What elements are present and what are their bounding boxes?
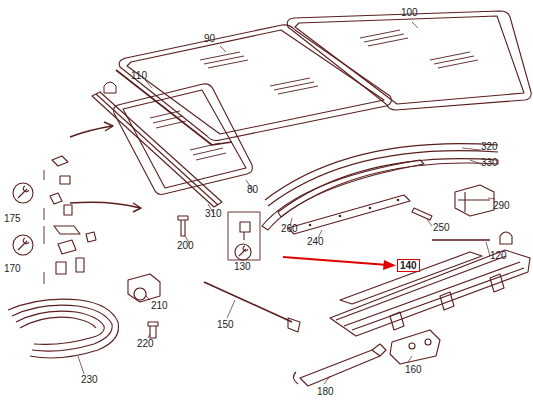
callout-number: 240 — [306, 236, 325, 247]
callout-number: 310 — [204, 208, 223, 219]
callout-number: 220 — [136, 338, 155, 349]
callout-number: 320 — [480, 141, 499, 152]
callout-number: 260 — [280, 223, 299, 234]
callout-number: 250 — [432, 222, 451, 233]
callout-number: 230 — [80, 374, 99, 385]
callout-number: 180 — [316, 386, 335, 397]
callout-number: 80 — [246, 184, 259, 195]
callout-number: 110 — [130, 70, 148, 81]
callout-number: 160 — [404, 364, 423, 375]
highlight-box: 140 — [397, 259, 420, 272]
callout-number: 100 — [400, 7, 419, 18]
callout-number: 170 — [3, 263, 22, 274]
callout-number: 200 — [176, 240, 195, 251]
callout-number: 290 — [492, 200, 511, 211]
callout-number: 130 — [233, 261, 252, 272]
callout-number: 330 — [480, 157, 499, 168]
callout-number: 150 — [216, 319, 235, 330]
callout-number: 175 — [3, 213, 22, 224]
callout-number: 120 — [489, 250, 508, 261]
callout-number: 140 — [400, 260, 417, 271]
callout-number: 210 — [150, 300, 169, 311]
callout-number: 90 — [203, 33, 216, 44]
